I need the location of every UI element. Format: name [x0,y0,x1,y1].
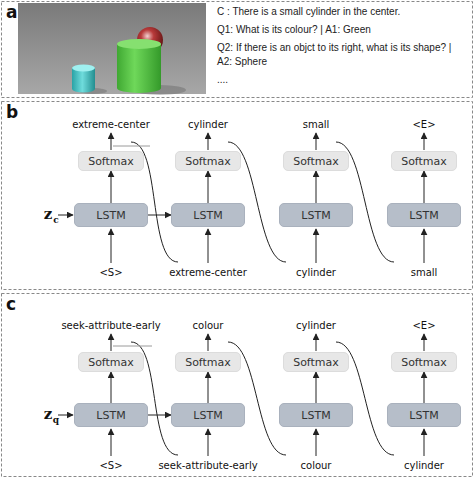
node-label: LSTM [301,209,330,222]
lstm-cell: LSTM [171,403,245,427]
node-label: LSTM [409,209,438,222]
latent-subscript: q [53,415,59,425]
input-token: <S> [99,267,122,278]
node-label: Softmax [293,356,339,369]
guide-line [113,146,150,147]
softmax-box: Softmax [283,151,349,171]
scene-photo [18,3,206,95]
panel-frame [2,294,473,477]
input-token: cylinder [296,267,336,278]
node-label: Softmax [185,155,231,168]
output-arrow [424,133,425,150]
flow-arrow [208,372,209,403]
softmax-box: Softmax [391,352,457,372]
node-label: LSTM [193,409,222,422]
input-token: extreme-center [169,267,247,278]
node-label: LSTM [301,409,330,422]
softmax-box: Softmax [78,151,144,171]
output-token: <E> [412,320,435,331]
dialog-text: C : There is a small cylinder in the cen… [217,5,467,19]
guide-line [113,346,152,347]
output-token: colour [193,320,224,331]
latent-symbol: z [44,405,53,423]
panel-frame [2,2,473,98]
input-token: colour [301,460,332,471]
lstm-cell: LSTM [74,203,148,227]
output-arrow [208,133,209,150]
panel-frame [2,102,473,290]
output-token: seek-attribute-early [61,320,160,331]
lstm-cell: LSTM [74,403,148,427]
flow-arrow [208,171,209,203]
panel-letter: a [6,2,17,22]
output-token: small [303,119,330,130]
output-token: <E> [412,119,435,130]
input-token: cylinder [404,460,444,471]
input-token: seek-attribute-early [158,460,257,471]
flow-arrow [111,171,112,203]
latent-arrow [58,215,73,216]
output-arrow [208,334,209,351]
node-label: Softmax [293,155,339,168]
softmax-box: Softmax [175,151,241,171]
input-arrow [208,429,209,456]
input-arrow [316,229,317,263]
flow-arrow [424,372,425,403]
dialog-text: Q2: If there is an objct to its right, w… [217,41,460,69]
node-label: Softmax [88,356,134,369]
lstm-cell: LSTM [279,403,353,427]
dialog-text: Q1: What is its colour? | A1: Green [217,23,467,37]
input-arrow [316,429,317,456]
dialog-text: .... [217,73,467,87]
input-arrow [424,429,425,456]
node-label: Softmax [88,155,134,168]
output-arrow [424,334,425,351]
flow-arrow [148,415,171,416]
flow-arrow [111,372,112,403]
input-arrow [111,429,112,456]
node-label: LSTM [193,209,222,222]
lstm-cell: LSTM [279,203,353,227]
output-arrow [111,133,112,150]
latent-symbol: z [44,205,53,223]
cyan-cylinder-top [72,65,95,72]
output-arrow [316,133,317,150]
flow-arrow [424,171,425,203]
cyan-cylinder [72,68,95,93]
output-arrow [316,334,317,351]
softmax-box: Softmax [78,352,144,372]
output-token: cylinder [296,320,336,331]
latent-arrow [58,415,73,416]
node-label: LSTM [96,409,125,422]
input-token: small [411,267,438,278]
lstm-cell: LSTM [171,203,245,227]
node-label: Softmax [401,356,447,369]
node-label: LSTM [96,209,125,222]
input-token: <S> [99,460,122,471]
green-cylinder [117,44,161,93]
input-arrow [424,229,425,263]
flow-arrow [316,372,317,403]
output-arrow [111,334,112,351]
photo-background [18,3,206,94]
input-arrow [111,229,112,263]
softmax-box: Softmax [283,352,349,372]
latent-subscript: c [53,215,58,225]
flow-arrow [316,171,317,203]
input-arrow [208,229,209,263]
panel-letter: c [6,294,16,314]
softmax-box: Softmax [175,352,241,372]
node-label: LSTM [409,409,438,422]
softmax-box: Softmax [391,151,457,171]
panel-letter: b [6,102,18,122]
node-label: Softmax [401,155,447,168]
lstm-cell: LSTM [387,203,461,227]
flow-arrow [148,215,171,216]
node-label: Softmax [185,356,231,369]
lstm-cell: LSTM [387,403,461,427]
output-token: cylinder [188,119,228,130]
green-cylinder-top [117,39,161,49]
output-token: extreme-center [72,119,150,130]
